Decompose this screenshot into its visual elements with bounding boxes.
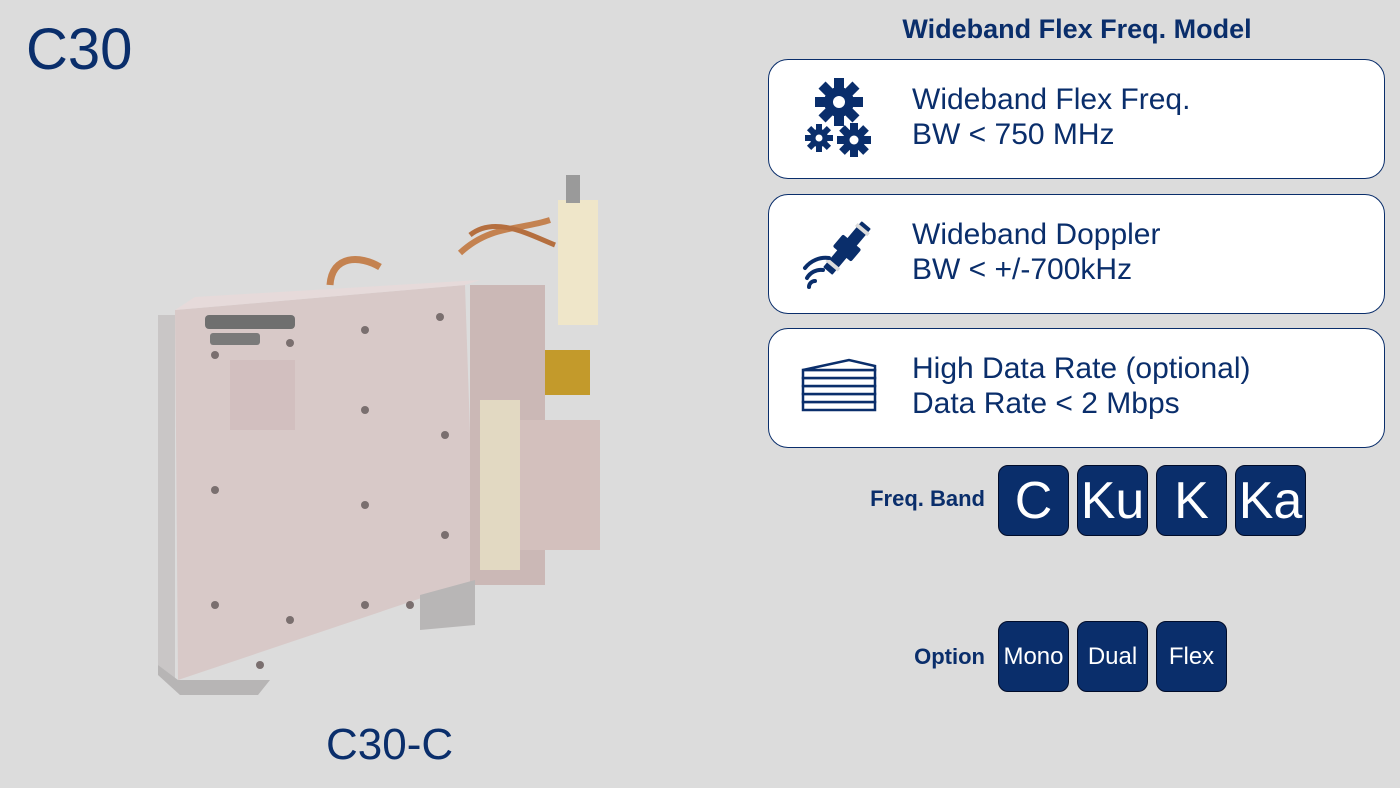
band-chip-ku[interactable]: Ku bbox=[1077, 465, 1148, 536]
satellite-icon bbox=[803, 221, 871, 289]
option-chip-mono[interactable]: Mono bbox=[998, 621, 1069, 692]
feature-title: Wideband Doppler bbox=[912, 218, 1161, 251]
band-chip-c[interactable]: C bbox=[998, 465, 1069, 536]
feature-detail: BW < 750 MHz bbox=[912, 118, 1115, 151]
feature-title: High Data Rate (optional) bbox=[912, 352, 1251, 385]
feature-card-wideband-flex-freq: Wideband Flex Freq. BW < 750 MHz bbox=[768, 59, 1385, 179]
band-chip-ka[interactable]: Ka bbox=[1235, 465, 1306, 536]
option-chip-dual[interactable]: Dual bbox=[1077, 621, 1148, 692]
document-stack-icon bbox=[801, 358, 877, 412]
product-caption: C30-C bbox=[326, 720, 454, 769]
feature-card-high-data-rate: High Data Rate (optional) Data Rate < 2 … bbox=[768, 328, 1385, 448]
option-label: Option bbox=[914, 644, 985, 669]
feature-text: Wideband Flex Freq. BW < 750 MHz bbox=[912, 82, 1190, 152]
option-chip-flex[interactable]: Flex bbox=[1156, 621, 1227, 692]
feature-detail: BW < +/-700kHz bbox=[912, 253, 1133, 286]
band-chip-k[interactable]: K bbox=[1156, 465, 1227, 536]
page-title: C30 bbox=[26, 17, 133, 82]
feature-text: Wideband Doppler BW < +/-700kHz bbox=[912, 217, 1160, 287]
gears-icon bbox=[805, 78, 871, 157]
section-heading: Wideband Flex Freq. Model bbox=[902, 14, 1252, 44]
feature-card-wideband-doppler: Wideband Doppler BW < +/-700kHz bbox=[768, 194, 1385, 314]
freq-band-label: Freq. Band bbox=[870, 486, 985, 511]
feature-text: High Data Rate (optional) Data Rate < 2 … bbox=[912, 351, 1251, 421]
feature-detail: Data Rate < 2 Mbps bbox=[912, 387, 1180, 420]
feature-title: Wideband Flex Freq. bbox=[912, 83, 1191, 116]
product-photo bbox=[158, 175, 600, 695]
